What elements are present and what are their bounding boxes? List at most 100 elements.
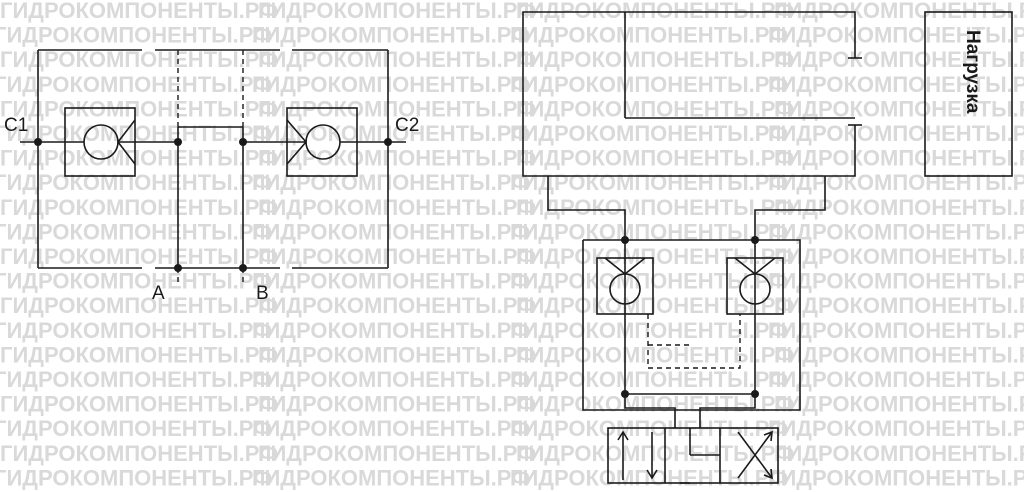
- check-valve-block-left: [596, 257, 654, 315]
- node-c1: [34, 138, 42, 146]
- watermark-text: ГИДРОКОМПОНЕНТЫ.РФ: [0, 47, 278, 72]
- watermark-text: ГИДРОКОМПОНЕНТЫ.РФ: [774, 195, 1024, 220]
- node-left-inner: [174, 138, 182, 146]
- watermark-text: ГИДРОКОМПОНЕНТЫ.РФ: [0, 318, 272, 343]
- watermark-text: ГИДРОКОМПОНЕНТЫ.РФ: [258, 146, 536, 171]
- watermark-text: ГИДРОКОМПОНЕНТЫ.РФ: [0, 23, 272, 48]
- watermark-text: ГИДРОКОМПОНЕНТЫ.РФ: [0, 367, 272, 392]
- watermark-text: ГИДРОКОМПОНЕНТЫ.РФ: [0, 170, 272, 195]
- watermark-text: ГИДРОКОМПОНЕНТЫ.РФ: [252, 219, 530, 244]
- check-valve-right: [243, 107, 388, 177]
- watermark-text: ГИДРОКОМПОНЕНТЫ.РФ: [0, 465, 272, 490]
- watermark-text: ГИДРОКОМПОНЕНТЫ.РФ: [768, 72, 1024, 97]
- watermark-text: ГИДРОКОМПОНЕНТЫ.РФ: [510, 318, 788, 343]
- watermark-text: ГИДРОКОМПОНЕНТЫ.РФ: [0, 0, 278, 23]
- watermark-text: ГИДРОКОМПОНЕНТЫ.РФ: [258, 0, 536, 23]
- watermark-text: ГИДРОКОМПОНЕНТЫ.РФ: [252, 269, 530, 294]
- node-b: [239, 264, 247, 272]
- watermark-text: ГИДРОКОМПОНЕНТЫ.РФ: [258, 342, 536, 367]
- watermark-text: ГИДРОКОМПОНЕНТЫ.РФ: [774, 0, 1024, 23]
- watermark-text: ГИДРОКОМПОНЕНТЫ.РФ: [0, 269, 272, 294]
- watermark-text: ГИДРОКОМПОНЕНТЫ.РФ: [774, 244, 1024, 269]
- watermark-text: ГИДРОКОМПОНЕНТЫ.РФ: [0, 490, 278, 492]
- watermark-text: ГИДРОКОМПОНЕНТЫ.РФ: [516, 195, 794, 220]
- watermark-text: ГИДРОКОМПОНЕНТЫ.РФ: [258, 441, 536, 466]
- watermark-text: ГИДРОКОМПОНЕНТЫ.РФ: [774, 342, 1024, 367]
- node-c2: [384, 138, 392, 146]
- node-return-left: [621, 390, 629, 398]
- watermark-text: ГИДРОКОМПОНЕНТЫ.РФ: [510, 367, 788, 392]
- check-valve-block-right: [726, 257, 784, 315]
- watermark-text: ГИДРОКОМПОНЕНТЫ.РФ: [510, 465, 788, 490]
- watermark-text: ГИДРОКОМПОНЕНТЫ.РФ: [768, 465, 1024, 490]
- watermark-text: ГИДРОКОМПОНЕНТЫ.РФ: [252, 72, 530, 97]
- watermark-text: ГИДРОКОМПОНЕНТЫ.РФ: [516, 490, 794, 492]
- watermark-text: ГИДРОКОМПОНЕНТЫ.РФ: [510, 72, 788, 97]
- port-label-c1: C1: [4, 115, 28, 136]
- watermark-text: ГИДРОКОМПОНЕНТЫ.РФ: [774, 392, 1024, 417]
- node-right-inner: [239, 138, 247, 146]
- watermark-text: ГИДРОКОМПОНЕНТЫ.РФ: [0, 96, 278, 121]
- load-box: Нагрузка: [924, 11, 1013, 177]
- watermark-text: ГИДРОКОМПОНЕНТЫ.РФ: [0, 342, 278, 367]
- node-supply-right: [751, 236, 759, 244]
- watermark-text: ГИДРОКОМПОНЕНТЫ.РФ: [252, 23, 530, 48]
- watermark-text: ГИДРОКОМПОНЕНТЫ.РФ: [0, 293, 278, 318]
- node-supply-left: [621, 236, 629, 244]
- port-label-b: B: [256, 283, 269, 304]
- watermark-text: ГИДРОКОМПОНЕНТЫ.РФ: [516, 47, 794, 72]
- watermark-text: ГИДРОКОМПОНЕНТЫ.РФ: [768, 367, 1024, 392]
- watermark-text: ГИДРОКОМПОНЕНТЫ.РФ: [252, 416, 530, 441]
- directional-valve: [607, 427, 779, 484]
- port-label-a: A: [152, 283, 165, 304]
- watermark-text: ГИДРОКОМПОНЕНТЫ.РФ: [252, 465, 530, 490]
- watermark-text: ГИДРОКОМПОНЕНТЫ.РФ: [0, 416, 272, 441]
- actuator-cylinder: [522, 11, 862, 177]
- watermark-text: ГИДРОКОМПОНЕНТЫ.РФ: [258, 392, 536, 417]
- watermark-text: ГИДРОКОМПОНЕНТЫ.РФ: [774, 47, 1024, 72]
- watermark-text: ГИДРОКОМПОНЕНТЫ.РФ: [252, 318, 530, 343]
- watermark-text: ГИДРОКОМПОНЕНТЫ.РФ: [0, 219, 272, 244]
- node-return-right: [751, 390, 759, 398]
- watermark-text: ГИДРОКОМПОНЕНТЫ.РФ: [252, 367, 530, 392]
- watermark-text: ГИДРОКОМПОНЕНТЫ.РФ: [0, 244, 278, 269]
- watermark-text: ГИДРОКОМПОНЕНТЫ.РФ: [258, 96, 536, 121]
- watermark-text: ГИДРОКОМПОНЕНТЫ.РФ: [510, 121, 788, 146]
- watermark-text: ГИДРОКОМПОНЕНТЫ.РФ: [516, 392, 794, 417]
- check-valve-left: [38, 107, 178, 177]
- watermark-text: ГИДРОКОМПОНЕНТЫ.РФ: [774, 441, 1024, 466]
- watermark-text: ГИДРОКОМПОНЕНТЫ.РФ: [258, 47, 536, 72]
- watermark-text: ГИДРОКОМПОНЕНТЫ.РФ: [252, 170, 530, 195]
- watermark-text: ГИДРОКОМПОНЕНТЫ.РФ: [0, 441, 278, 466]
- watermark-text: ГИДРОКОМПОНЕНТЫ.РФ: [516, 146, 794, 171]
- watermark-text: ГИДРОКОМПОНЕНТЫ.РФ: [0, 392, 278, 417]
- watermark-text: ГИДРОКОМПОНЕНТЫ.РФ: [768, 121, 1024, 146]
- watermark-text: ГИДРОКОМПОНЕНТЫ.РФ: [774, 490, 1024, 492]
- watermark-text: ГИДРОКОМПОНЕНТЫ.РФ: [774, 146, 1024, 171]
- watermark-text: ГИДРОКОМПОНЕНТЫ.РФ: [774, 293, 1024, 318]
- watermark-text: ГИДРОКОМПОНЕНТЫ.РФ: [258, 293, 536, 318]
- left-valve-schematic: C1 C2 A B: [4, 49, 419, 304]
- outer-envelope: [37, 49, 389, 269]
- watermark-text: ГИДРОКОМПОНЕНТЫ.РФ: [258, 490, 536, 492]
- right-circuit-schematic: Нагрузка: [522, 11, 1013, 484]
- port-label-c2: C2: [395, 115, 419, 136]
- watermark-text: ГИДРОКОМПОНЕНТЫ.РФ: [768, 219, 1024, 244]
- watermark-text: ГИДРОКОМПОНЕНТЫ.РФ: [768, 318, 1024, 343]
- watermark-text: ГИДРОКОМПОНЕНТЫ.РФ: [258, 195, 536, 220]
- watermark-text: ГИДРОКОМПОНЕНТЫ.РФ: [0, 72, 272, 97]
- watermark-text: ГИДРОКОМПОНЕНТЫ.РФ: [768, 170, 1024, 195]
- watermark-text: ГИДРОКОМПОНЕНТЫ.РФ: [768, 23, 1024, 48]
- watermark-text: ГИДРОКОМПОНЕНТЫ.РФ: [0, 146, 278, 171]
- node-a: [174, 264, 182, 272]
- watermark-text: ГИДРОКОМПОНЕНТЫ.РФ: [768, 269, 1024, 294]
- watermark-text: ГИДРОКОМПОНЕНТЫ.РФ: [510, 23, 788, 48]
- watermark-text: ГИДРОКОМПОНЕНТЫ.РФ: [516, 244, 794, 269]
- valve-block: [582, 239, 801, 411]
- watermark-text: ГИДРОКОМПОНЕНТЫ.РФ: [258, 244, 536, 269]
- watermark-text: ГИДРОКОМПОНЕНТЫ.РФ: [768, 416, 1024, 441]
- watermark-text: ГИДРОКОМПОНЕНТЫ.РФ: [516, 342, 794, 367]
